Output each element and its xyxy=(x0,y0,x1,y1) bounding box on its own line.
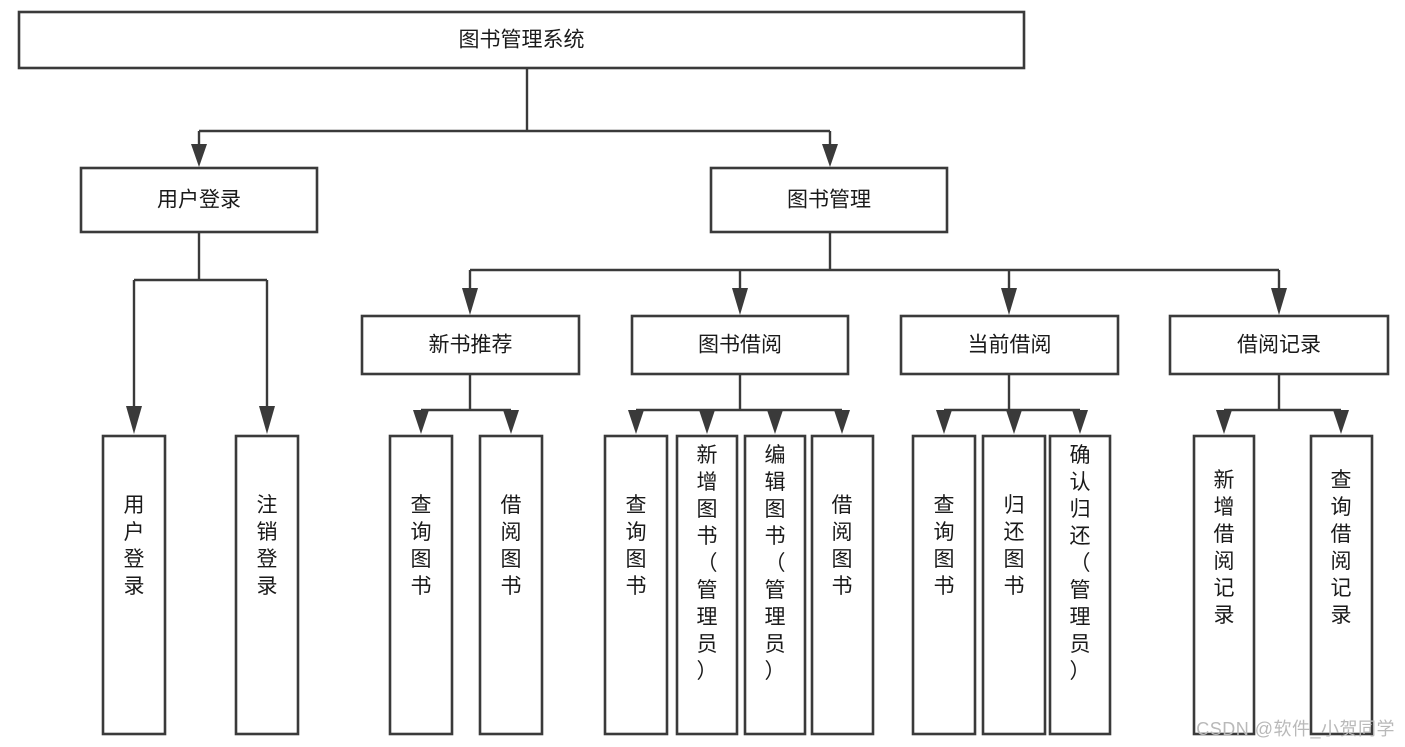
node-leaf-query-book-3[interactable]: 查询图书 xyxy=(911,434,977,736)
node-current-borrow[interactable]: 当前借阅 xyxy=(899,314,1120,376)
node-root[interactable]: 图书管理系统 xyxy=(17,10,1026,70)
arrow-head-leaf-add-book xyxy=(699,410,715,434)
node-leaf-logout-label: 注销登录 xyxy=(257,494,278,598)
connector-layer xyxy=(126,68,1349,434)
node-leaf-user-login-label: 用户登录 xyxy=(124,494,145,598)
node-leaf-borrow-book-1-label: 借阅图书 xyxy=(501,494,522,598)
node-leaf-return-book[interactable]: 归还图书 xyxy=(981,434,1047,736)
arrow-head-new-book-rec xyxy=(462,288,478,315)
node-leaf-user-login[interactable]: 用户登录 xyxy=(101,434,167,736)
arrow-head-leaf-query-book-3 xyxy=(936,410,952,434)
arrow-head-leaf-add-record xyxy=(1216,410,1232,434)
node-leaf-edit-book-label: 编辑图书（管理员） xyxy=(765,444,786,683)
node-leaf-query-book-1[interactable]: 查询图书 xyxy=(388,434,454,736)
node-leaf-add-book[interactable]: 新增图书（管理员） xyxy=(675,434,739,736)
watermark-label: CSDN @软件_小贺同学 xyxy=(1196,719,1395,739)
node-leaf-query-book-2[interactable]: 查询图书 xyxy=(603,434,669,736)
node-leaf-return-book-label: 归还图书 xyxy=(1004,494,1025,598)
node-leaf-query-record[interactable]: 查询借阅记录 xyxy=(1309,434,1374,736)
node-leaf-confirm-return[interactable]: 确认归还（管理员） xyxy=(1048,434,1112,736)
arrow-head-leaf-edit-book xyxy=(767,410,783,434)
arrow-head-leaf-borrow-book-1 xyxy=(503,410,519,434)
node-root-label: 图书管理系统 xyxy=(459,29,585,52)
arrow-head-book-borrow xyxy=(732,288,748,315)
arrow-head-leaf-confirm-return xyxy=(1072,410,1088,434)
node-leaf-query-book-1-label: 查询图书 xyxy=(411,494,432,598)
arrow-head-leaf-query-book-2 xyxy=(628,410,644,434)
arrow-head-leaf-borrow-book-2 xyxy=(834,410,850,434)
node-leaf-borrow-book-2[interactable]: 借阅图书 xyxy=(810,434,875,736)
node-leaf-borrow-book-2-label: 借阅图书 xyxy=(832,494,853,598)
arrow-head-leaf-logout xyxy=(259,406,275,434)
node-leaf-confirm-return-label: 确认归还（管理员） xyxy=(1070,444,1091,683)
node-new-book-rec[interactable]: 新书推荐 xyxy=(360,314,581,376)
node-leaf-query-record-label: 查询借阅记录 xyxy=(1331,469,1352,627)
node-leaf-add-record[interactable]: 新增借阅记录 xyxy=(1192,434,1256,736)
node-borrow-record-label: 借阅记录 xyxy=(1237,334,1321,357)
arrow-head-current-borrow xyxy=(1001,288,1017,315)
node-leaf-add-record-label: 新增借阅记录 xyxy=(1214,469,1235,627)
arrow-head-leaf-return-book xyxy=(1006,410,1022,434)
node-book-borrow[interactable]: 图书借阅 xyxy=(630,314,850,376)
node-leaf-query-book-3-label: 查询图书 xyxy=(934,494,955,598)
node-leaf-add-book-label: 新增图书（管理员） xyxy=(697,444,718,683)
arrow-head-user-login xyxy=(191,144,207,167)
arrow-head-leaf-user-login xyxy=(126,406,142,434)
node-layer: 图书管理系统 用户登录 图书管理 新书推荐 图书借阅 xyxy=(17,10,1390,736)
node-leaf-borrow-book-1[interactable]: 借阅图书 xyxy=(478,434,544,736)
arrow-head-leaf-query-book-1 xyxy=(413,410,429,434)
node-leaf-edit-book[interactable]: 编辑图书（管理员） xyxy=(743,434,807,736)
node-leaf-logout[interactable]: 注销登录 xyxy=(234,434,300,736)
node-borrow-record[interactable]: 借阅记录 xyxy=(1168,314,1390,376)
arrow-head-borrow-record xyxy=(1271,288,1287,315)
node-book-manage[interactable]: 图书管理 xyxy=(709,166,949,234)
node-new-book-rec-label: 新书推荐 xyxy=(429,334,513,357)
node-current-borrow-label: 当前借阅 xyxy=(968,334,1052,357)
node-book-borrow-label: 图书借阅 xyxy=(698,334,782,357)
node-user-login[interactable]: 用户登录 xyxy=(79,166,319,234)
arrow-head-leaf-query-record xyxy=(1333,410,1349,434)
node-user-login-label: 用户登录 xyxy=(157,189,241,212)
node-book-manage-label: 图书管理 xyxy=(787,189,871,212)
arrow-head-book-manage xyxy=(822,144,838,167)
node-leaf-query-book-2-label: 查询图书 xyxy=(626,494,647,598)
